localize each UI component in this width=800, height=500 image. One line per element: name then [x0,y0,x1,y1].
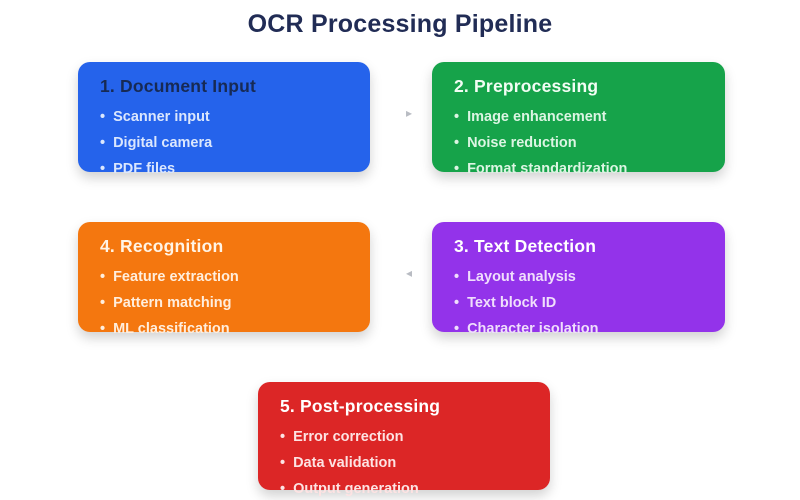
stage-items-post-processing: Error correction Data validation Output … [280,424,532,500]
list-item: Data validation [280,450,532,476]
stage-items-document-input: Scanner input Digital camera PDF files [100,104,352,182]
stage-box-post-processing: 5. Post-processing Error correction Data… [258,382,550,497]
stage-heading-document-input: 1. Document Input [100,76,257,96]
list-item: Image enhancement [454,104,707,130]
list-item: Text block ID [454,290,707,316]
stage-heading-preprocessing: 2. Preprocessing [454,76,599,96]
list-item: Layout analysis [454,264,707,290]
stage-items-text-detection: Layout analysis Text block ID Character … [454,264,707,342]
stage-box-recognition: 4. Recognition Feature extraction Patter… [78,222,370,337]
stage-items-recognition: Feature extraction Pattern matching ML c… [100,264,352,342]
stage-heading-recognition: 4. Recognition [100,236,224,256]
list-item: Scanner input [100,104,352,130]
list-item: Pattern matching [100,290,352,316]
list-item: PDF files [100,156,352,182]
stage-box-document-input: 1. Document Input Scanner input Digital … [78,62,370,177]
stage-heading-text-detection: 3. Text Detection [454,236,597,256]
list-item: Output generation [280,476,532,500]
stage-items-preprocessing: Image enhancement Noise reduction Format… [454,104,707,182]
flow-arrow-right-icon: ▸ [405,106,413,120]
list-item: Feature extraction [100,264,352,290]
list-item: ML classification [100,316,352,342]
list-item: Character isolation [454,316,707,342]
stage-box-text-detection: 3. Text Detection Layout analysis Text b… [432,222,725,337]
stage-heading-post-processing: 5. Post-processing [280,396,441,416]
flow-arrow-left-icon: ◂ [405,266,413,280]
list-item: Noise reduction [454,130,707,156]
list-item: Format standardization [454,156,707,182]
page-title: OCR Processing Pipeline [247,10,553,38]
list-item: Error correction [280,424,532,450]
list-item: Digital camera [100,130,352,156]
stage-box-preprocessing: 2. Preprocessing Image enhancement Noise… [432,62,725,177]
